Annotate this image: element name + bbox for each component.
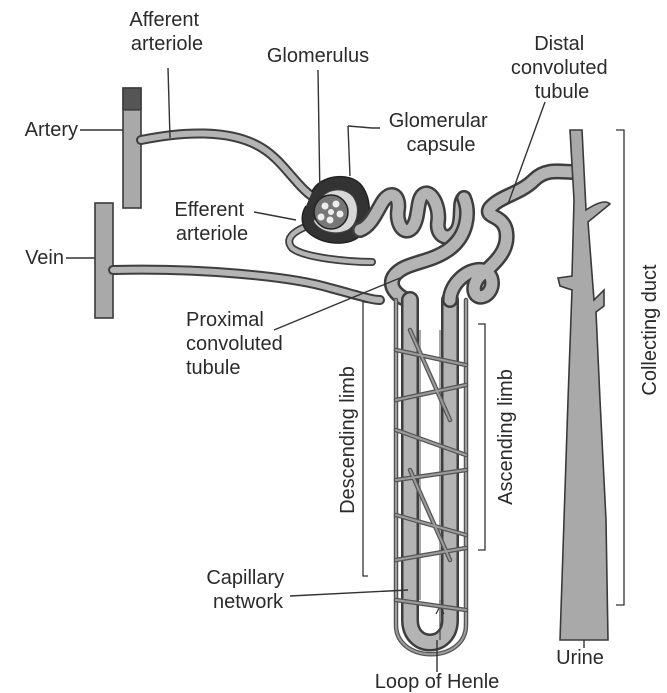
artery-vessel — [123, 88, 141, 208]
proximal-tubule-label: Proximal convoluted tubule — [186, 309, 288, 379]
vein-vessel — [95, 203, 113, 318]
collecting-duct-shape — [558, 130, 610, 640]
collecting-duct-label: Collecting duct — [639, 264, 661, 396]
capillary-network-label: Capillary network — [206, 567, 289, 613]
ascending-limb-label: Ascending limb — [495, 369, 517, 505]
descending-limb-bracket — [363, 302, 368, 576]
distal-tubule-label: Distal convoluted tubule — [511, 33, 613, 103]
glomerulus-label: Glomerulus — [267, 45, 369, 67]
glomerulus-shape — [314, 195, 348, 229]
afferent-arteriole-vessel — [141, 133, 318, 200]
urine-label: Urine — [556, 647, 604, 669]
efferent-arteriole-label: Efferent arteriole — [174, 199, 249, 245]
vein-label: Vein — [25, 247, 64, 269]
artery-label: Artery — [25, 119, 78, 141]
loop-of-henle-label: Loop of Henle — [375, 671, 500, 693]
descending-limb-label: Descending limb — [337, 366, 359, 514]
glomerular-capsule-label: Glomerular capsule — [389, 110, 493, 156]
collecting-duct-bracket — [616, 130, 624, 605]
afferent-arteriole-label: Afferent arteriole — [129, 9, 204, 55]
ascending-limb-bracket — [478, 324, 485, 550]
venule-vessel — [113, 270, 380, 300]
